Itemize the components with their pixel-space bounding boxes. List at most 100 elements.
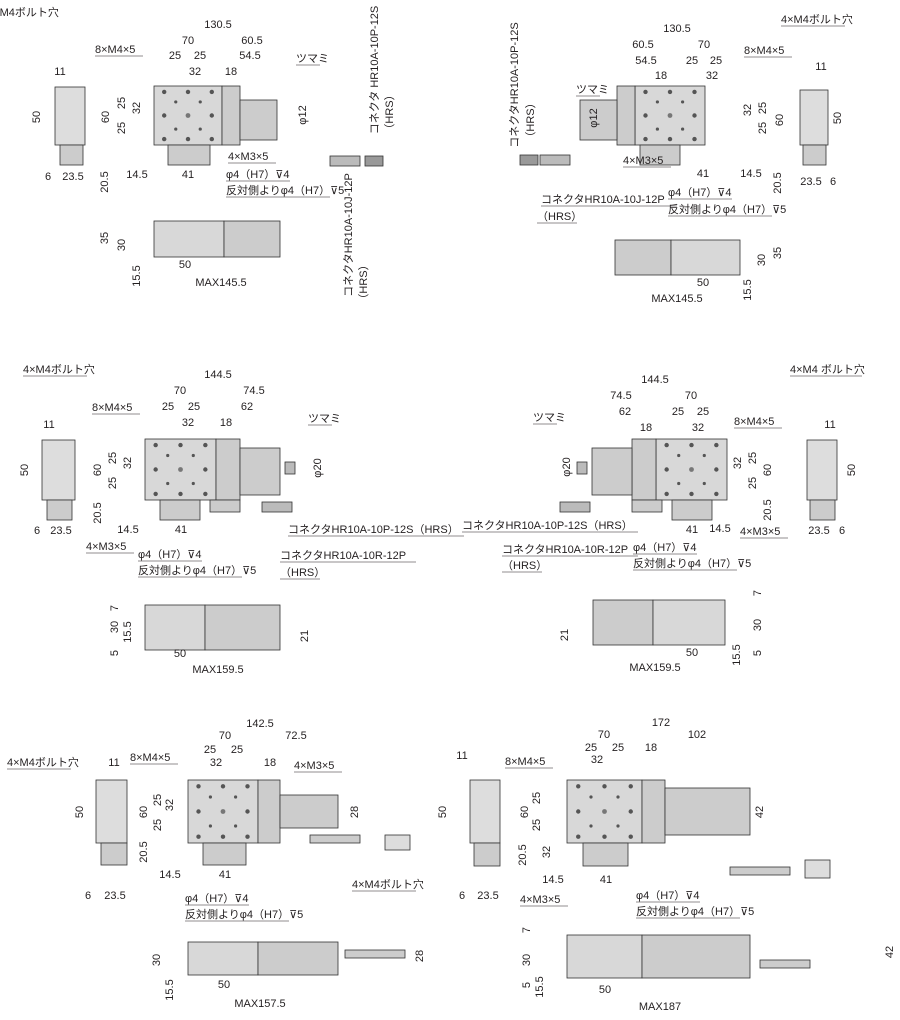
dimension-label: 18 (225, 66, 237, 78)
dimension-label: 142.5 (246, 718, 274, 730)
dimension-label: 50 (19, 464, 31, 476)
m4-tap-hole (714, 467, 719, 472)
m4-tap-hole (628, 834, 633, 839)
dimension-label: 8×M4×5 (744, 45, 784, 57)
dimension-label: 7 (752, 590, 764, 596)
stage-base (202, 842, 247, 866)
dimension-label: 5 (521, 982, 533, 988)
dimension-label: 74.5 (610, 390, 631, 402)
m4-tap-hole (576, 809, 581, 814)
dimension-label: 50 (686, 647, 698, 659)
dimension-label: 18 (264, 757, 276, 769)
dimension-label: φ4（H7）⊽4 (185, 892, 248, 905)
m3-tap-hole (208, 824, 212, 828)
dimension-label: コネクタHR10A-10J-12P (342, 173, 355, 297)
dimension-label: 4×M3×5 (740, 526, 780, 538)
dimension-label: 30 (521, 954, 533, 966)
stage-body (215, 438, 241, 501)
dimension-label: 25 (116, 122, 128, 134)
stage-body (257, 779, 281, 844)
dimension-label: 14.5 (542, 874, 563, 886)
connector-plug (364, 155, 384, 167)
m4-tap-hole (178, 442, 183, 448)
dimension-label: 25 (152, 794, 164, 806)
dimension-label: 60 (138, 806, 150, 818)
dimension-label: 15.5 (164, 979, 176, 1000)
dimension-label: 41 (175, 524, 187, 536)
connector (329, 155, 361, 167)
stage-body (631, 438, 657, 501)
drawing-top-left-stage: 4×M4ボルト穴1150623.5130.57060.5252554.53218… (0, 5, 396, 305)
m3-tap-hole (681, 127, 685, 131)
m3-tap-hole (198, 100, 202, 104)
m4-tap-hole (245, 834, 250, 839)
side-view-body (95, 779, 128, 844)
m4-tap-hole (196, 809, 201, 814)
dimension-label: 25 (747, 477, 759, 489)
dimension-label: 60.5 (632, 39, 653, 51)
front-view-body (204, 604, 281, 651)
m4-tap-hole (178, 491, 183, 497)
dimension-label: 25 (231, 744, 243, 756)
pin-hole (602, 809, 607, 814)
dimension-label: 25 (686, 55, 698, 67)
side-view-base (809, 499, 836, 521)
m3-tap-hole (174, 127, 178, 131)
dimension-label: 35 (99, 232, 111, 244)
dimension-label: コネクタ HR10A-10P-12S (368, 6, 381, 135)
dimension-label: 72.5 (285, 730, 306, 742)
m4-tap-hole (692, 113, 697, 118)
m4-tap-hole (203, 491, 208, 497)
dimension-label: 50 (846, 464, 858, 476)
m4-tap-hole (714, 442, 719, 448)
pin-hole (185, 113, 191, 118)
dimension-label: φ20 (312, 458, 324, 477)
dimension-label: 6 (459, 890, 465, 902)
m3-tap-hole (655, 100, 660, 104)
front-view-body (614, 239, 672, 276)
dimension-label: 4×M3×5 (294, 760, 334, 772)
dimension-label: 4×M3×5 (520, 894, 560, 906)
dimension-label: 15.5 (731, 644, 743, 665)
dimension-label: 25 (710, 55, 722, 67)
dimension-label: 14.5 (126, 169, 147, 181)
dimension-label: 60 (519, 806, 531, 818)
knob-housing (579, 99, 618, 141)
dimension-label: 32 (122, 457, 134, 469)
cable (344, 949, 406, 959)
dimension-label: 4×M4ボルト穴 (23, 362, 95, 376)
dimension-label: 反対側よりφ4（H7）⊽5 (633, 556, 751, 570)
front-view-body (257, 941, 339, 976)
dimension-label: （HRS） (524, 97, 537, 142)
dimension-label: 62 (241, 401, 253, 413)
dimension-label: 11 (43, 419, 54, 431)
pin-hole (689, 467, 694, 472)
dimension-label: 74.5 (243, 385, 264, 397)
dimension-label: （HRS） (502, 559, 547, 572)
dimension-label: 32 (182, 417, 194, 429)
m4-tap-hole (220, 834, 226, 839)
dimension-label: 21 (559, 629, 571, 641)
dimension-label: 60 (92, 464, 104, 476)
m4-tap-hole (203, 442, 208, 448)
dimension-label: 50 (31, 111, 43, 123)
stage-body (221, 85, 241, 146)
m3-tap-hole (677, 453, 681, 458)
dimension-label: 54.5 (239, 50, 260, 62)
connector (384, 834, 411, 851)
knob (576, 461, 588, 475)
stage-base (582, 842, 629, 867)
dimension-label: 41 (600, 874, 612, 886)
dimension-label: ツマミ (296, 53, 329, 65)
connector-plug (519, 154, 539, 166)
dimension-label: 6 (34, 525, 40, 537)
knob-housing (239, 99, 278, 141)
dimension-label: 14.5 (709, 523, 730, 535)
dimension-label: 6 (830, 176, 836, 188)
dimension-label: 25 (194, 50, 206, 62)
dimension-label: 23.5 (104, 890, 125, 902)
dimension-label: 18 (655, 70, 667, 82)
dimension-label: 32 (706, 70, 718, 82)
dimension-label: 8×M4×5 (130, 752, 170, 764)
